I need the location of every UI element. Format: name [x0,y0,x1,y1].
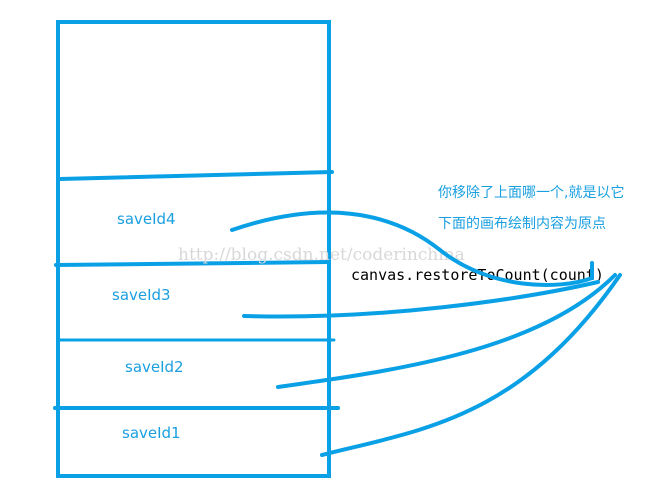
watermark: http://blog.csdn.net/coderinchina [178,245,465,265]
divider-3 [54,260,331,267]
divider-4 [58,170,334,181]
label-saveId2: saveId2 [125,358,184,376]
restore-call: canvas.restoreToCount(count) [351,266,604,284]
label-saveId3: saveId3 [112,286,171,304]
label-saveId1: saveId1 [122,424,181,442]
note-line-1: 你移除了上面哪一个,就是以它 [438,184,624,201]
arrow-saveId4 [230,210,594,287]
label-saveId4: saveId4 [117,210,176,228]
canvas-stack-box [56,20,331,478]
arrow-saveId1 [320,273,622,457]
arrow-saveId2 [276,273,617,389]
arrow-saveId3 [242,280,600,319]
note-line-2: 下面的画布绘制内容为原点 [438,215,606,232]
